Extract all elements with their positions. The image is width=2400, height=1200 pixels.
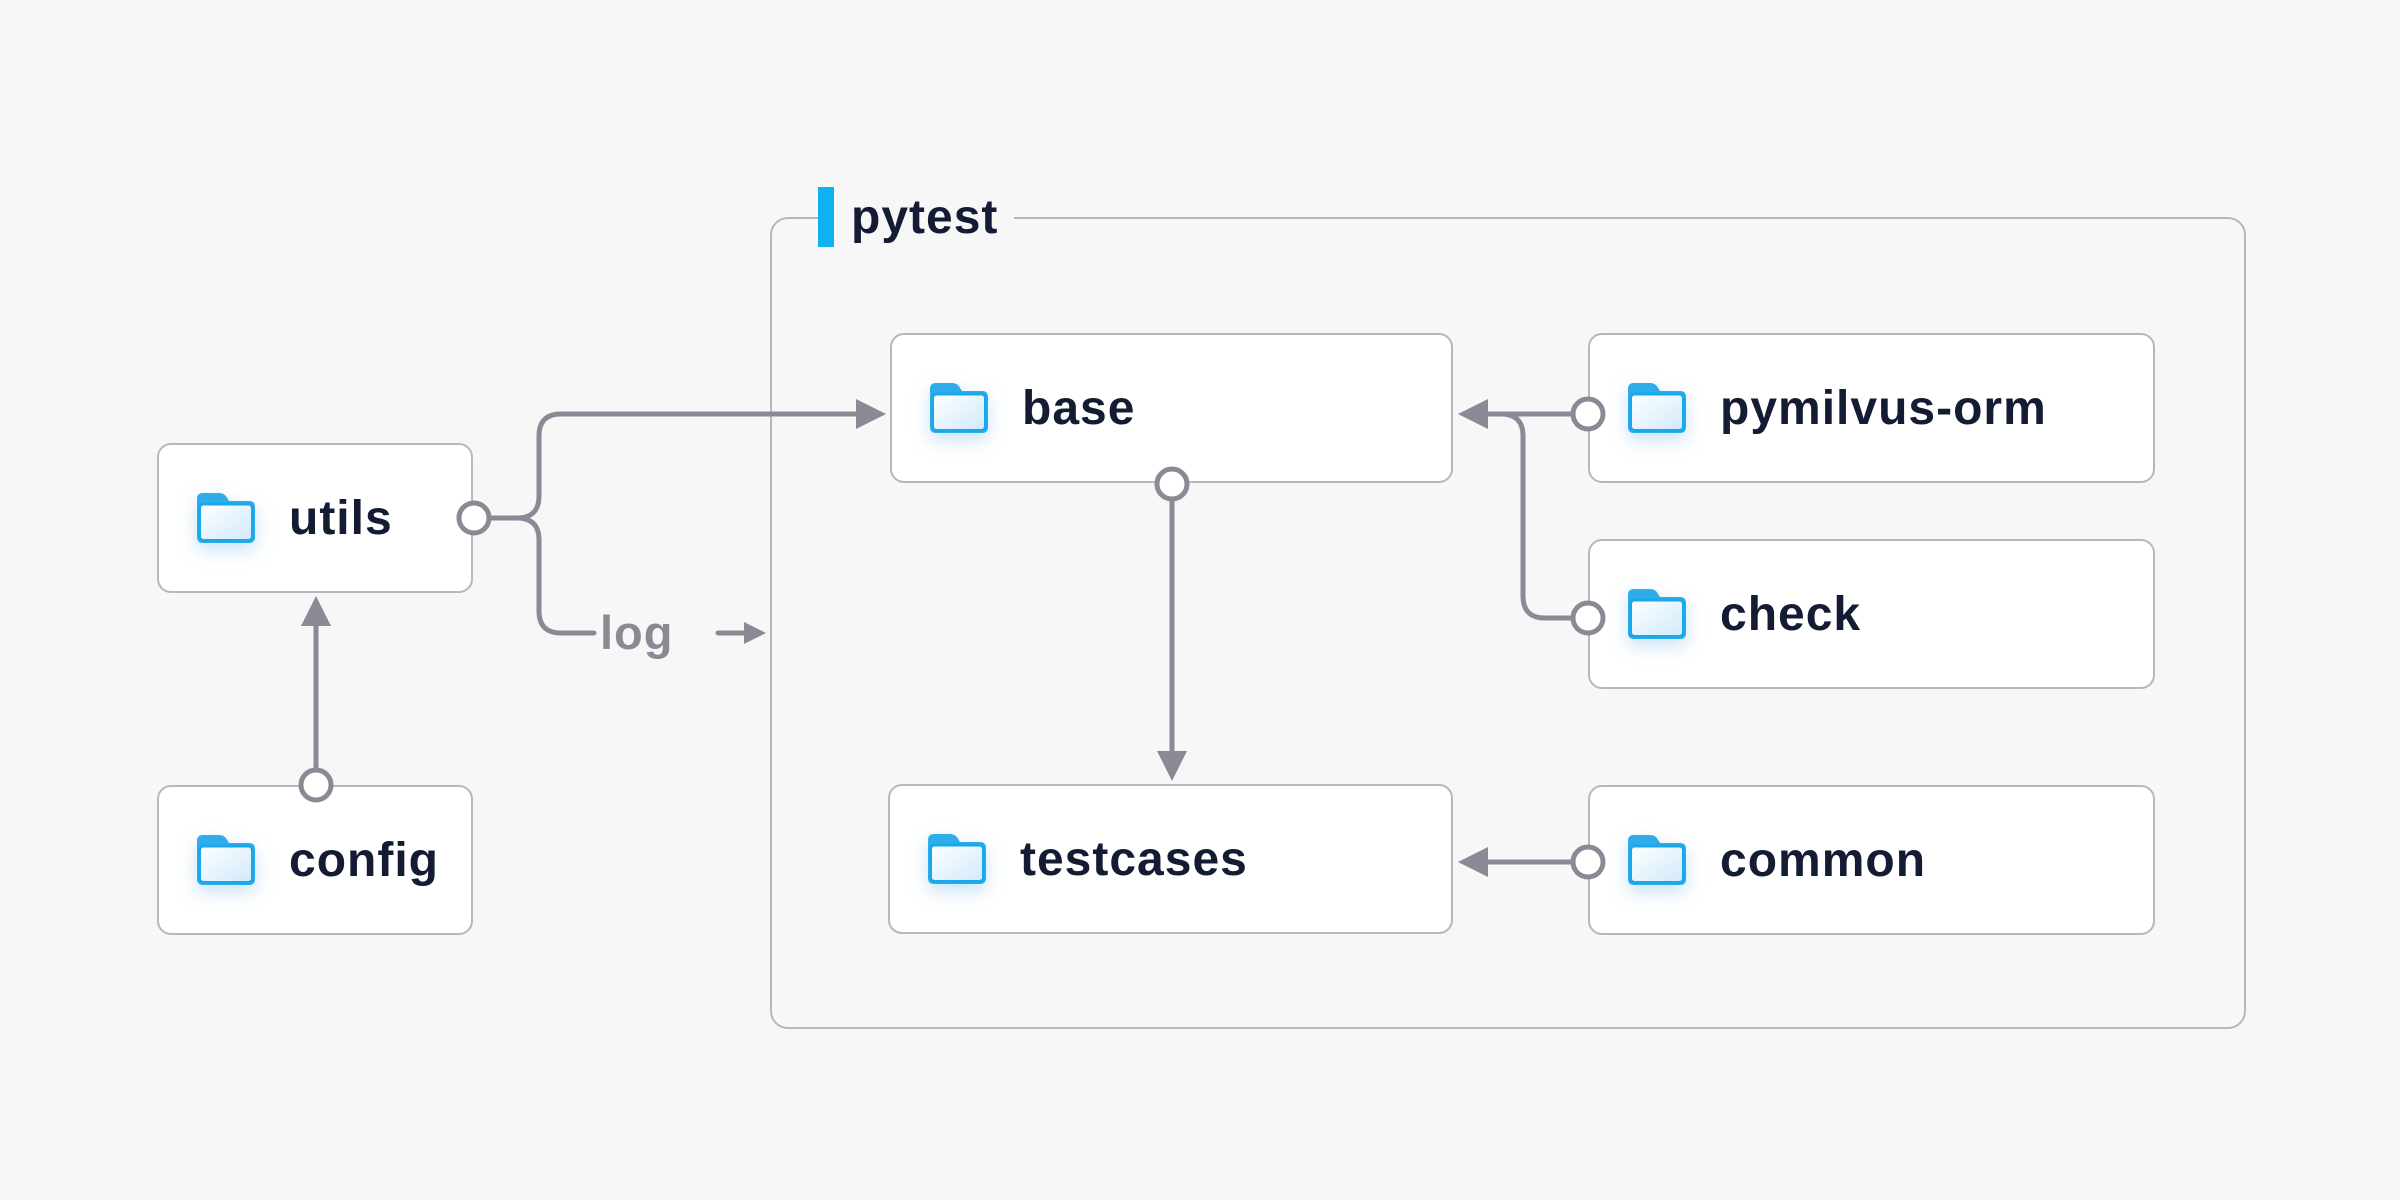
node-label: utils — [289, 491, 393, 545]
arrowhead-log — [744, 622, 766, 644]
pytest-group-title: pytest — [851, 190, 999, 244]
folder-icon — [1628, 589, 1686, 639]
node-label: testcases — [1020, 832, 1248, 886]
node-base: base — [890, 333, 1453, 483]
node-config: config — [157, 785, 473, 935]
node-testcases: testcases — [888, 784, 1453, 934]
folder-icon — [1628, 835, 1686, 885]
node-check: check — [1588, 539, 2155, 689]
pytest-group-label: pytest — [818, 186, 1015, 248]
node-pymilvus-orm: pymilvus-orm — [1588, 333, 2155, 483]
edge-log-label: log — [600, 606, 674, 659]
pytest-group — [770, 217, 2246, 1029]
node-label: pymilvus-orm — [1720, 381, 2047, 435]
folder-icon — [197, 493, 255, 543]
node-label: common — [1720, 833, 1927, 887]
arrowhead-into-utils — [301, 596, 331, 626]
folder-icon — [197, 835, 255, 885]
folder-icon — [928, 834, 986, 884]
folder-icon — [930, 383, 988, 433]
edge-utils-log-line — [514, 515, 597, 636]
node-label: base — [1022, 381, 1136, 435]
accent-bar-icon — [818, 187, 834, 247]
folder-icon — [1628, 383, 1686, 433]
node-common: common — [1588, 785, 2155, 935]
node-utils: utils — [157, 443, 473, 593]
node-label: config — [289, 833, 439, 887]
node-label: check — [1720, 587, 1862, 641]
